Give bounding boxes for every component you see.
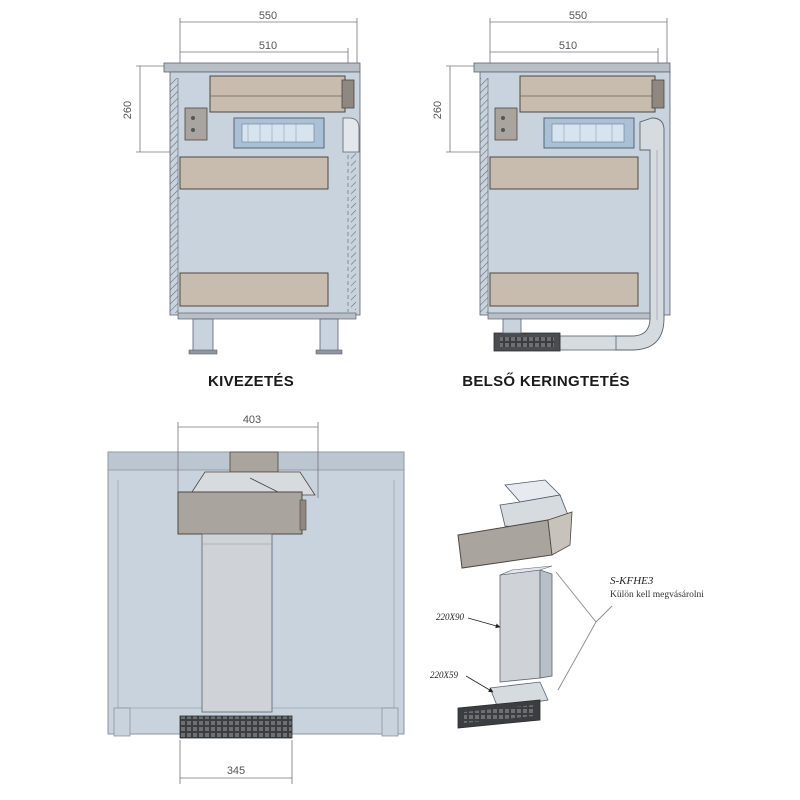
dimension-right-outer: 550 — [489, 10, 668, 70]
iso-unit-body — [457, 519, 553, 569]
exhaust-elbow — [342, 117, 360, 153]
drawer-lower — [179, 272, 329, 307]
dimension-label: 510 — [559, 40, 577, 52]
left-wall-hatch — [480, 78, 488, 313]
dimension-left-inner: 510 — [180, 40, 349, 70]
front-unit-top — [229, 451, 279, 473]
dimension-front-top: 403 — [177, 414, 319, 498]
unit-end-cap — [341, 79, 355, 109]
dimension-label: 260 — [432, 101, 444, 119]
callout-code: S-KFHE3 — [610, 575, 654, 587]
label-duct-lower: 220X59 — [430, 670, 458, 680]
dimension-left-outer: 550 — [179, 10, 358, 70]
arrow-duct-upper — [467, 617, 501, 629]
section-isometric-kit: 220X90 220X59 S-KFHE3 Külön kell megvásá… — [430, 479, 704, 729]
caption-kivezetes: KIVEZETÉS — [208, 373, 294, 390]
cooling-unit — [519, 75, 656, 113]
front-leg-right — [381, 707, 399, 737]
dimension-label: 260 — [122, 101, 134, 119]
callout-note: Külön kell megvásárolni — [610, 590, 704, 600]
section-left-kivezetes: 550 510 260 — [122, 10, 361, 390]
dimension-label: 550 — [259, 10, 277, 22]
front-bottom-vent — [179, 715, 293, 739]
arrow-duct-lower — [465, 675, 494, 693]
worktop — [163, 62, 361, 73]
dimension-label: 345 — [227, 765, 245, 777]
worktop — [473, 62, 671, 73]
dimension-front-bottom: 345 — [179, 740, 293, 784]
iso-vertical-duct — [499, 569, 541, 683]
right-wall-hatch — [351, 140, 356, 310]
plinth — [487, 312, 651, 320]
drawer-upper — [489, 156, 639, 190]
unit-end-cap — [651, 79, 665, 109]
dimension-label: 403 — [243, 414, 261, 426]
front-leg-left — [113, 707, 131, 737]
leg-right — [319, 318, 339, 352]
control-box — [184, 107, 208, 141]
drawer-lower — [489, 272, 639, 307]
leg-left — [192, 318, 214, 352]
front-vertical-duct — [201, 533, 273, 713]
dimension-label: 510 — [259, 40, 277, 52]
drawer-upper — [179, 156, 329, 190]
bottom-duct — [559, 335, 617, 351]
dimension-label: 550 — [569, 10, 587, 22]
front-hood — [189, 471, 316, 496]
recirculation-duct — [613, 117, 665, 351]
plinth — [177, 312, 357, 320]
section-front-view: 403 345 — [107, 414, 405, 784]
left-wall-hatch — [170, 78, 178, 313]
label-duct-upper: 220X90 — [436, 612, 464, 622]
front-unit-body — [177, 491, 303, 535]
callout-bracket — [555, 571, 597, 691]
control-box — [494, 107, 518, 141]
caption-keringtetes: BELSŐ KERINGTETÉS — [462, 372, 630, 390]
dimension-right-height: 260 — [432, 65, 490, 153]
section-right-keringtetes: 550 510 260 — [432, 10, 671, 390]
leg-left — [502, 318, 522, 334]
cooling-unit — [209, 75, 346, 113]
